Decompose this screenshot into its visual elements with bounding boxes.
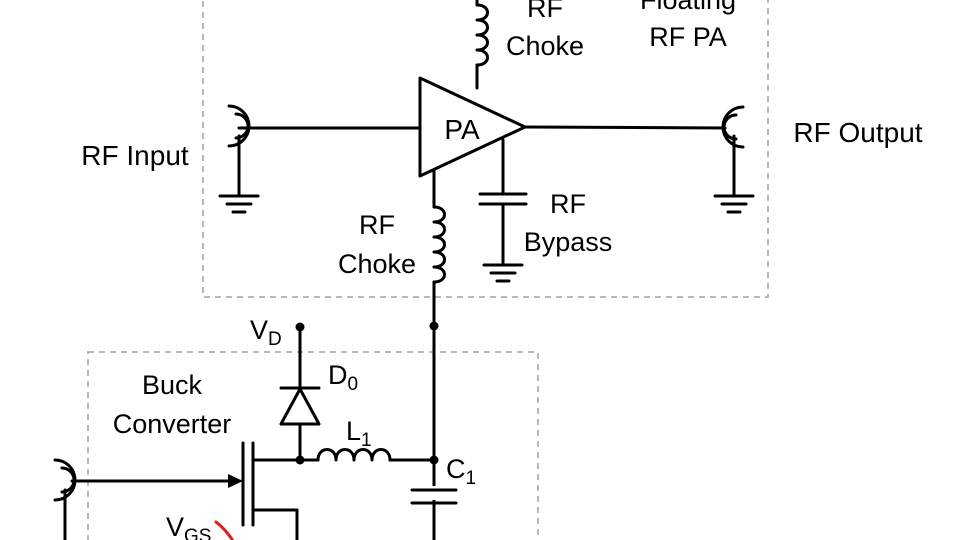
pa-amplifier-icon	[418, 76, 527, 178]
rf-choke-top-inductor-icon	[475, 0, 489, 90]
ground-icon	[713, 194, 755, 214]
gate-input-connector-icon	[53, 458, 77, 540]
rf-choke-top-label: Choke	[506, 31, 584, 61]
inductor-l1-icon	[251, 448, 439, 465]
pa-label: PA	[444, 114, 480, 145]
rf-output-connector-icon	[721, 105, 745, 198]
vgs-label: VGS	[166, 512, 211, 540]
rf-input-label: RF Input	[81, 140, 189, 171]
l1-label: L1	[346, 416, 372, 451]
ground-icon	[218, 194, 260, 214]
buck-block-title: Buck	[142, 370, 203, 400]
rf-choke-top-label: RF	[527, 0, 563, 23]
vd-label: VD	[250, 315, 282, 350]
rf-bypass-capacitor-icon	[478, 138, 528, 267]
rf-choke-bottom-label: Choke	[338, 249, 416, 279]
diode-d0-icon	[279, 322, 321, 462]
d0-label: D0	[328, 360, 358, 395]
floating-block-title: Floating	[640, 0, 736, 15]
rf-bypass-label: Bypass	[524, 227, 613, 257]
vgs-annotation-arrow-icon	[214, 520, 235, 540]
rf-output-label: RF Output	[793, 117, 922, 148]
ground-icon	[482, 263, 524, 283]
transistor-icon	[70, 441, 299, 540]
buck-converter-block	[87, 351, 539, 540]
capacitor-c1-icon	[410, 486, 458, 505]
buck-block-title: Converter	[113, 409, 232, 439]
rf-bypass-label: RF	[550, 189, 586, 219]
c1-label: C1	[446, 454, 476, 489]
rf-choke-bottom-inductor-icon	[429, 168, 446, 540]
floating-block-title: RF PA	[649, 22, 727, 52]
rf-choke-bottom-label: RF	[359, 210, 395, 240]
rf-input-connector-icon	[227, 104, 422, 198]
floating-pa-block	[202, 0, 769, 298]
